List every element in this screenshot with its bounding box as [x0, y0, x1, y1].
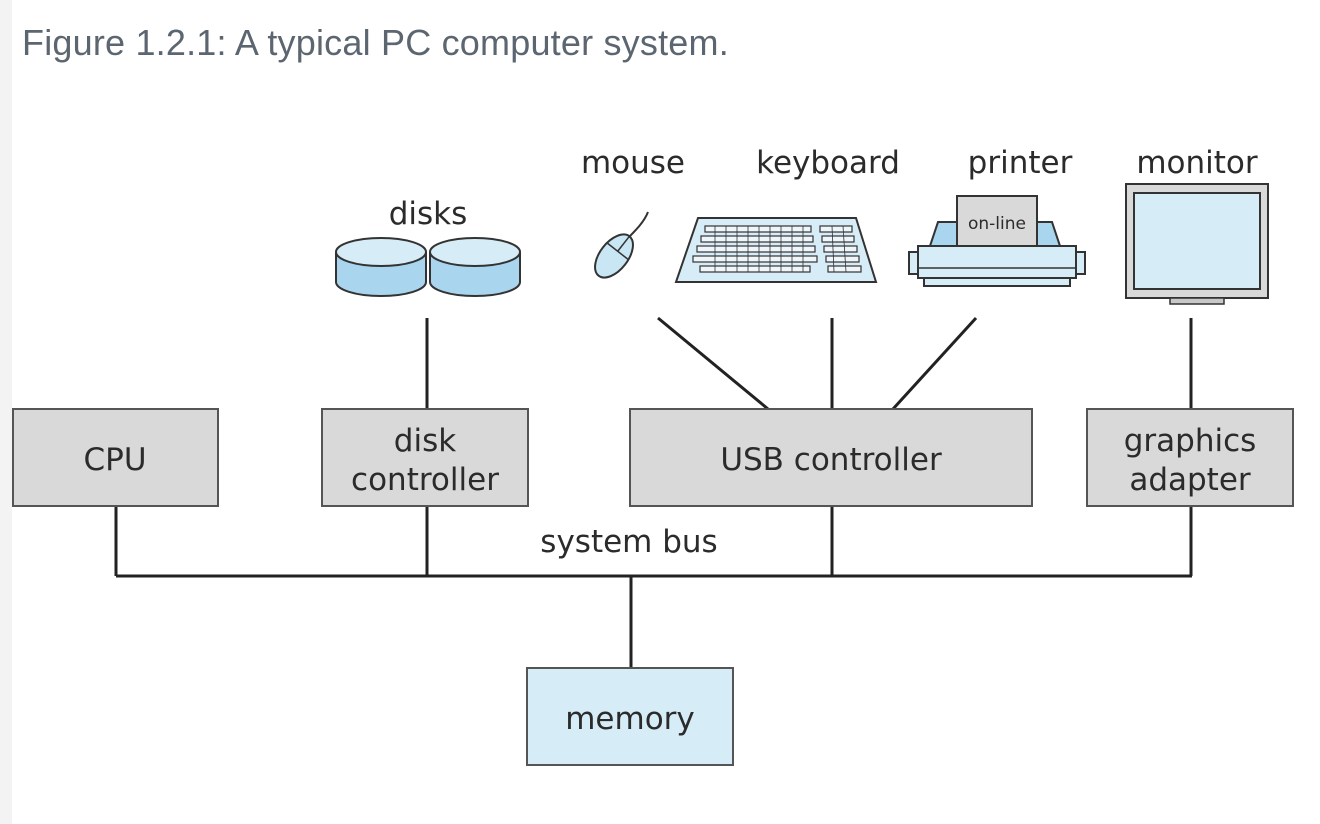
graphics-adapter-label-line1: graphics — [1124, 423, 1257, 459]
keyboard-icon — [674, 217, 878, 283]
usb-controller-box: USB controller — [629, 408, 1033, 507]
cpu-label: CPU — [83, 442, 146, 478]
disk-controller-box: disk controller — [321, 408, 529, 507]
printer-label: printer — [968, 145, 1073, 181]
memory-box: memory — [526, 667, 734, 766]
figure-caption: Figure 1.2.1: A typical PC computer syst… — [22, 22, 729, 63]
system-bus-label: system bus — [540, 524, 717, 560]
connection-wires — [114, 316, 1193, 668]
disk-icon-right — [429, 237, 521, 297]
graphics-adapter-box: graphics adapter — [1086, 408, 1294, 507]
mouse-label: mouse — [581, 145, 685, 181]
memory-label: memory — [565, 701, 695, 737]
disks-icon — [335, 237, 521, 297]
disk-icon-left — [335, 237, 427, 297]
mouse-link — [657, 316, 769, 411]
monitor-label: monitor — [1136, 145, 1258, 181]
keyboard-label: keyboard — [756, 145, 900, 181]
cpu-box: CPU — [12, 408, 219, 507]
printer-display-label: on-line — [968, 214, 1026, 234]
disks-label: disks — [389, 196, 468, 232]
printer-icon: on-line — [908, 195, 1086, 287]
disk-controller-label-line2: controller — [351, 462, 499, 498]
monitor-icon — [1125, 183, 1269, 305]
usb-controller-label: USB controller — [720, 442, 942, 478]
printer-link — [891, 316, 978, 411]
left-margin-strip — [0, 0, 12, 824]
graphics-adapter-label-line2: adapter — [1129, 462, 1251, 498]
mouse-icon — [594, 211, 649, 279]
disk-controller-label-line1: disk — [394, 423, 456, 459]
